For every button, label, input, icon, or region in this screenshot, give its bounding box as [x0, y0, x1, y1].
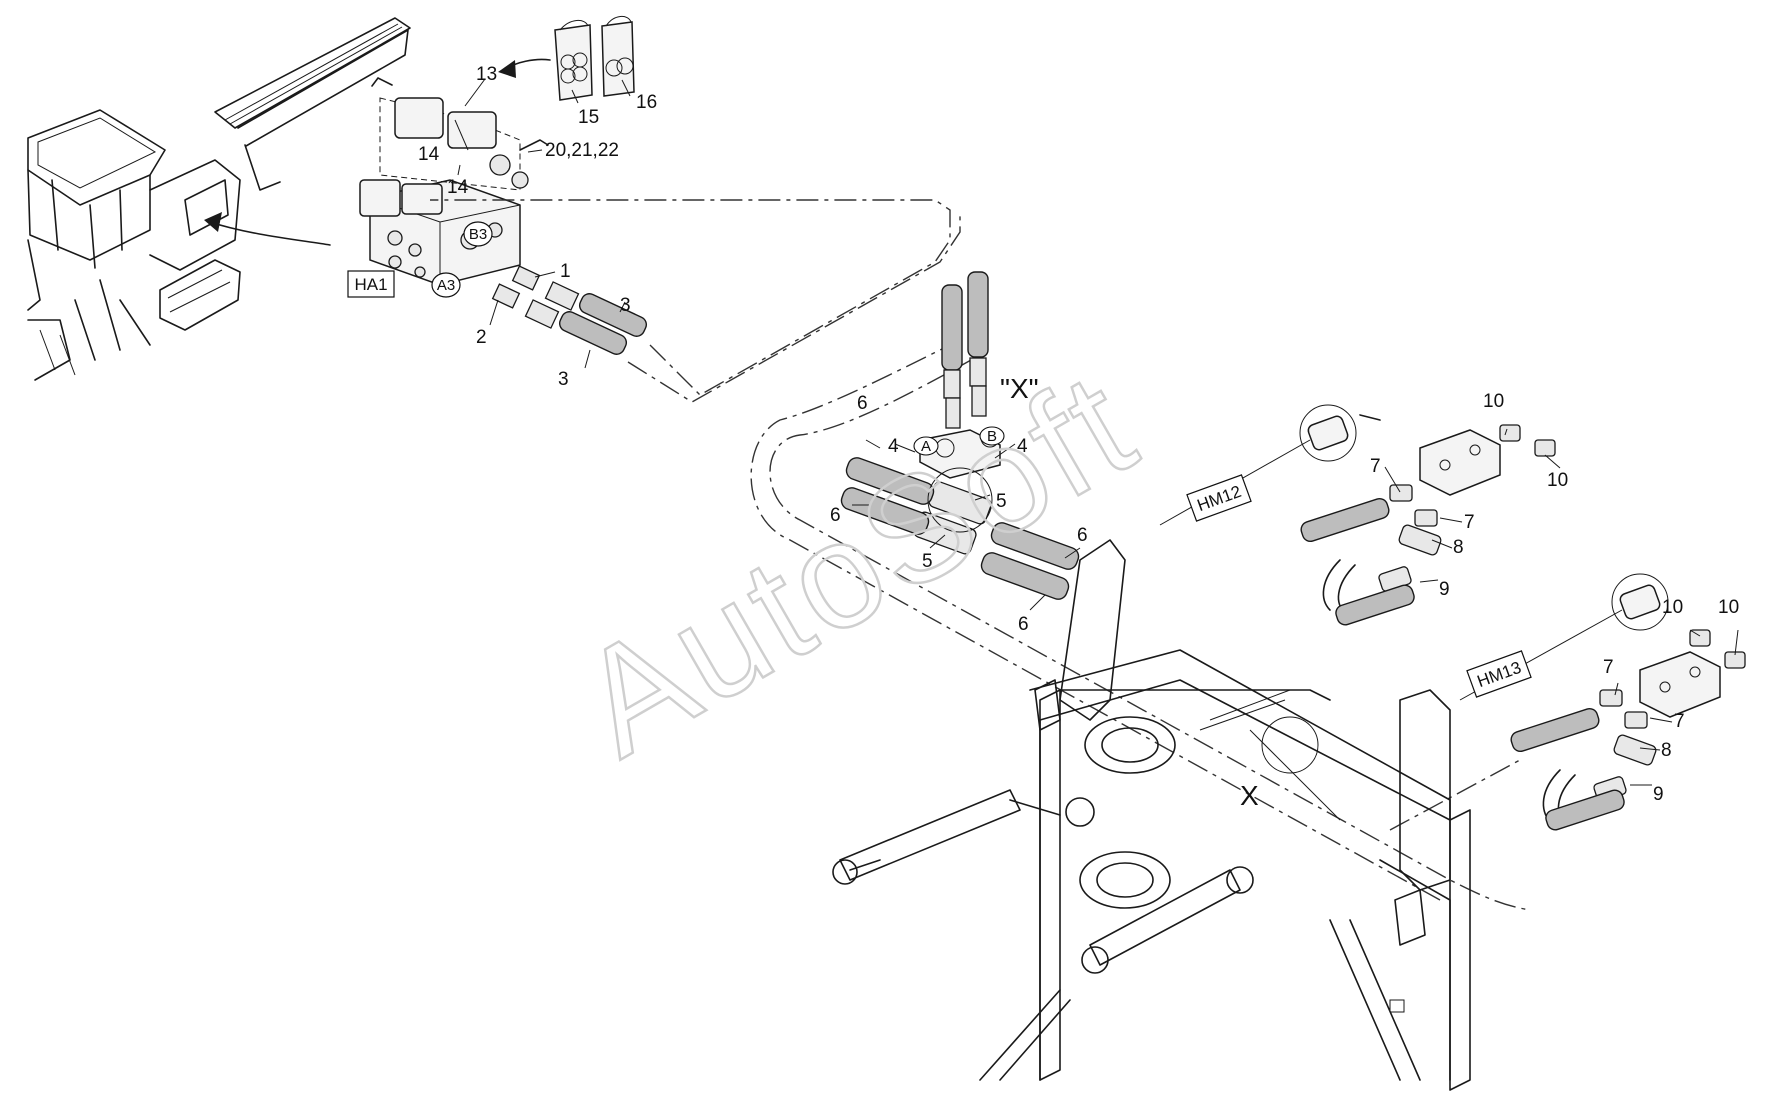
component-label-ha1: HA1: [354, 275, 387, 294]
motor-hm13-assembly-illustration: [1459, 573, 1746, 831]
callout-10-hm12-left: 10: [1483, 391, 1504, 412]
callout-3-lower: 3: [558, 369, 569, 390]
callout-8-hm13: 8: [1661, 740, 1672, 761]
detail-x-manifold-illustration: [840, 271, 1080, 600]
callout-10-hm12-right: 10: [1547, 470, 1568, 491]
callout-5-upper: 5: [996, 491, 1007, 512]
callout-9-hm13: 9: [1653, 784, 1664, 805]
port-label-a: A: [913, 436, 939, 456]
callout-14-right: 14: [447, 177, 469, 198]
callout-4-right: 4: [1017, 436, 1028, 457]
callout-8-hm12: 8: [1453, 537, 1464, 558]
hose-routing-lines: [430, 199, 1531, 911]
motor-hm12-assembly-illustration: [1159, 404, 1556, 626]
callout-7-hm13-upper: 7: [1603, 657, 1614, 678]
port-label-b-text: B: [987, 428, 997, 445]
seal-kit-bags-illustration: [498, 16, 635, 101]
callout-1: 1: [560, 261, 571, 282]
component-box-hm12: HM12: [1186, 474, 1252, 522]
callout-2: 2: [476, 327, 487, 348]
detail-view-label: "X": [1000, 373, 1039, 404]
port-label-a3: A3: [431, 272, 461, 298]
callout-5-lower: 5: [922, 551, 933, 572]
callout-9-hm12: 9: [1439, 579, 1450, 600]
part-callouts: 1 2 3 3 4 4 5 5 6 6 6 6 7 7 7 7 8 8 9 9 …: [418, 64, 1739, 805]
component-box-hm13: HM13: [1466, 650, 1532, 698]
port-label-b3-text: B3: [469, 226, 487, 243]
component-box-ha1: HA1: [347, 270, 395, 298]
callout-3-upper: 3: [620, 295, 631, 316]
callout-leader-lines: [454, 78, 1739, 786]
pointer-arrow-icon: [498, 60, 516, 78]
valve-block-ha1-illustration: [359, 77, 549, 286]
callout-20-21-22: 20,21,22: [545, 140, 619, 161]
callout-7-hm12-upper: 7: [1370, 456, 1381, 477]
callout-6-bottom: 6: [1018, 614, 1029, 635]
callout-7-hm13-lower: 7: [1674, 711, 1685, 732]
main-frame-illustration: [832, 539, 1471, 1091]
machine-overview-illustration: [27, 17, 411, 381]
fittings-and-hoses-1-3: [491, 265, 648, 355]
callout-16: 16: [636, 92, 657, 113]
callout-14-left: 14: [418, 144, 440, 165]
port-label-b3: B3: [463, 221, 493, 247]
callout-10-hm13-right: 10: [1718, 597, 1739, 618]
pointer-arrow-icon: [204, 212, 222, 232]
callout-4-left: 4: [888, 436, 899, 457]
callout-10-hm13-left: 10: [1662, 597, 1683, 618]
callout-6-top: 6: [857, 393, 868, 414]
callout-15: 15: [578, 107, 599, 128]
port-label-a3-text: A3: [437, 277, 455, 294]
callout-7-hm12-lower: 7: [1464, 512, 1475, 533]
callout-13: 13: [476, 64, 497, 85]
port-label-b: B: [979, 426, 1005, 446]
port-label-a-text: A: [921, 438, 931, 455]
callout-6-right: 6: [1077, 525, 1088, 546]
detail-marker-x: X: [1240, 780, 1259, 811]
callout-6-left: 6: [830, 505, 841, 526]
